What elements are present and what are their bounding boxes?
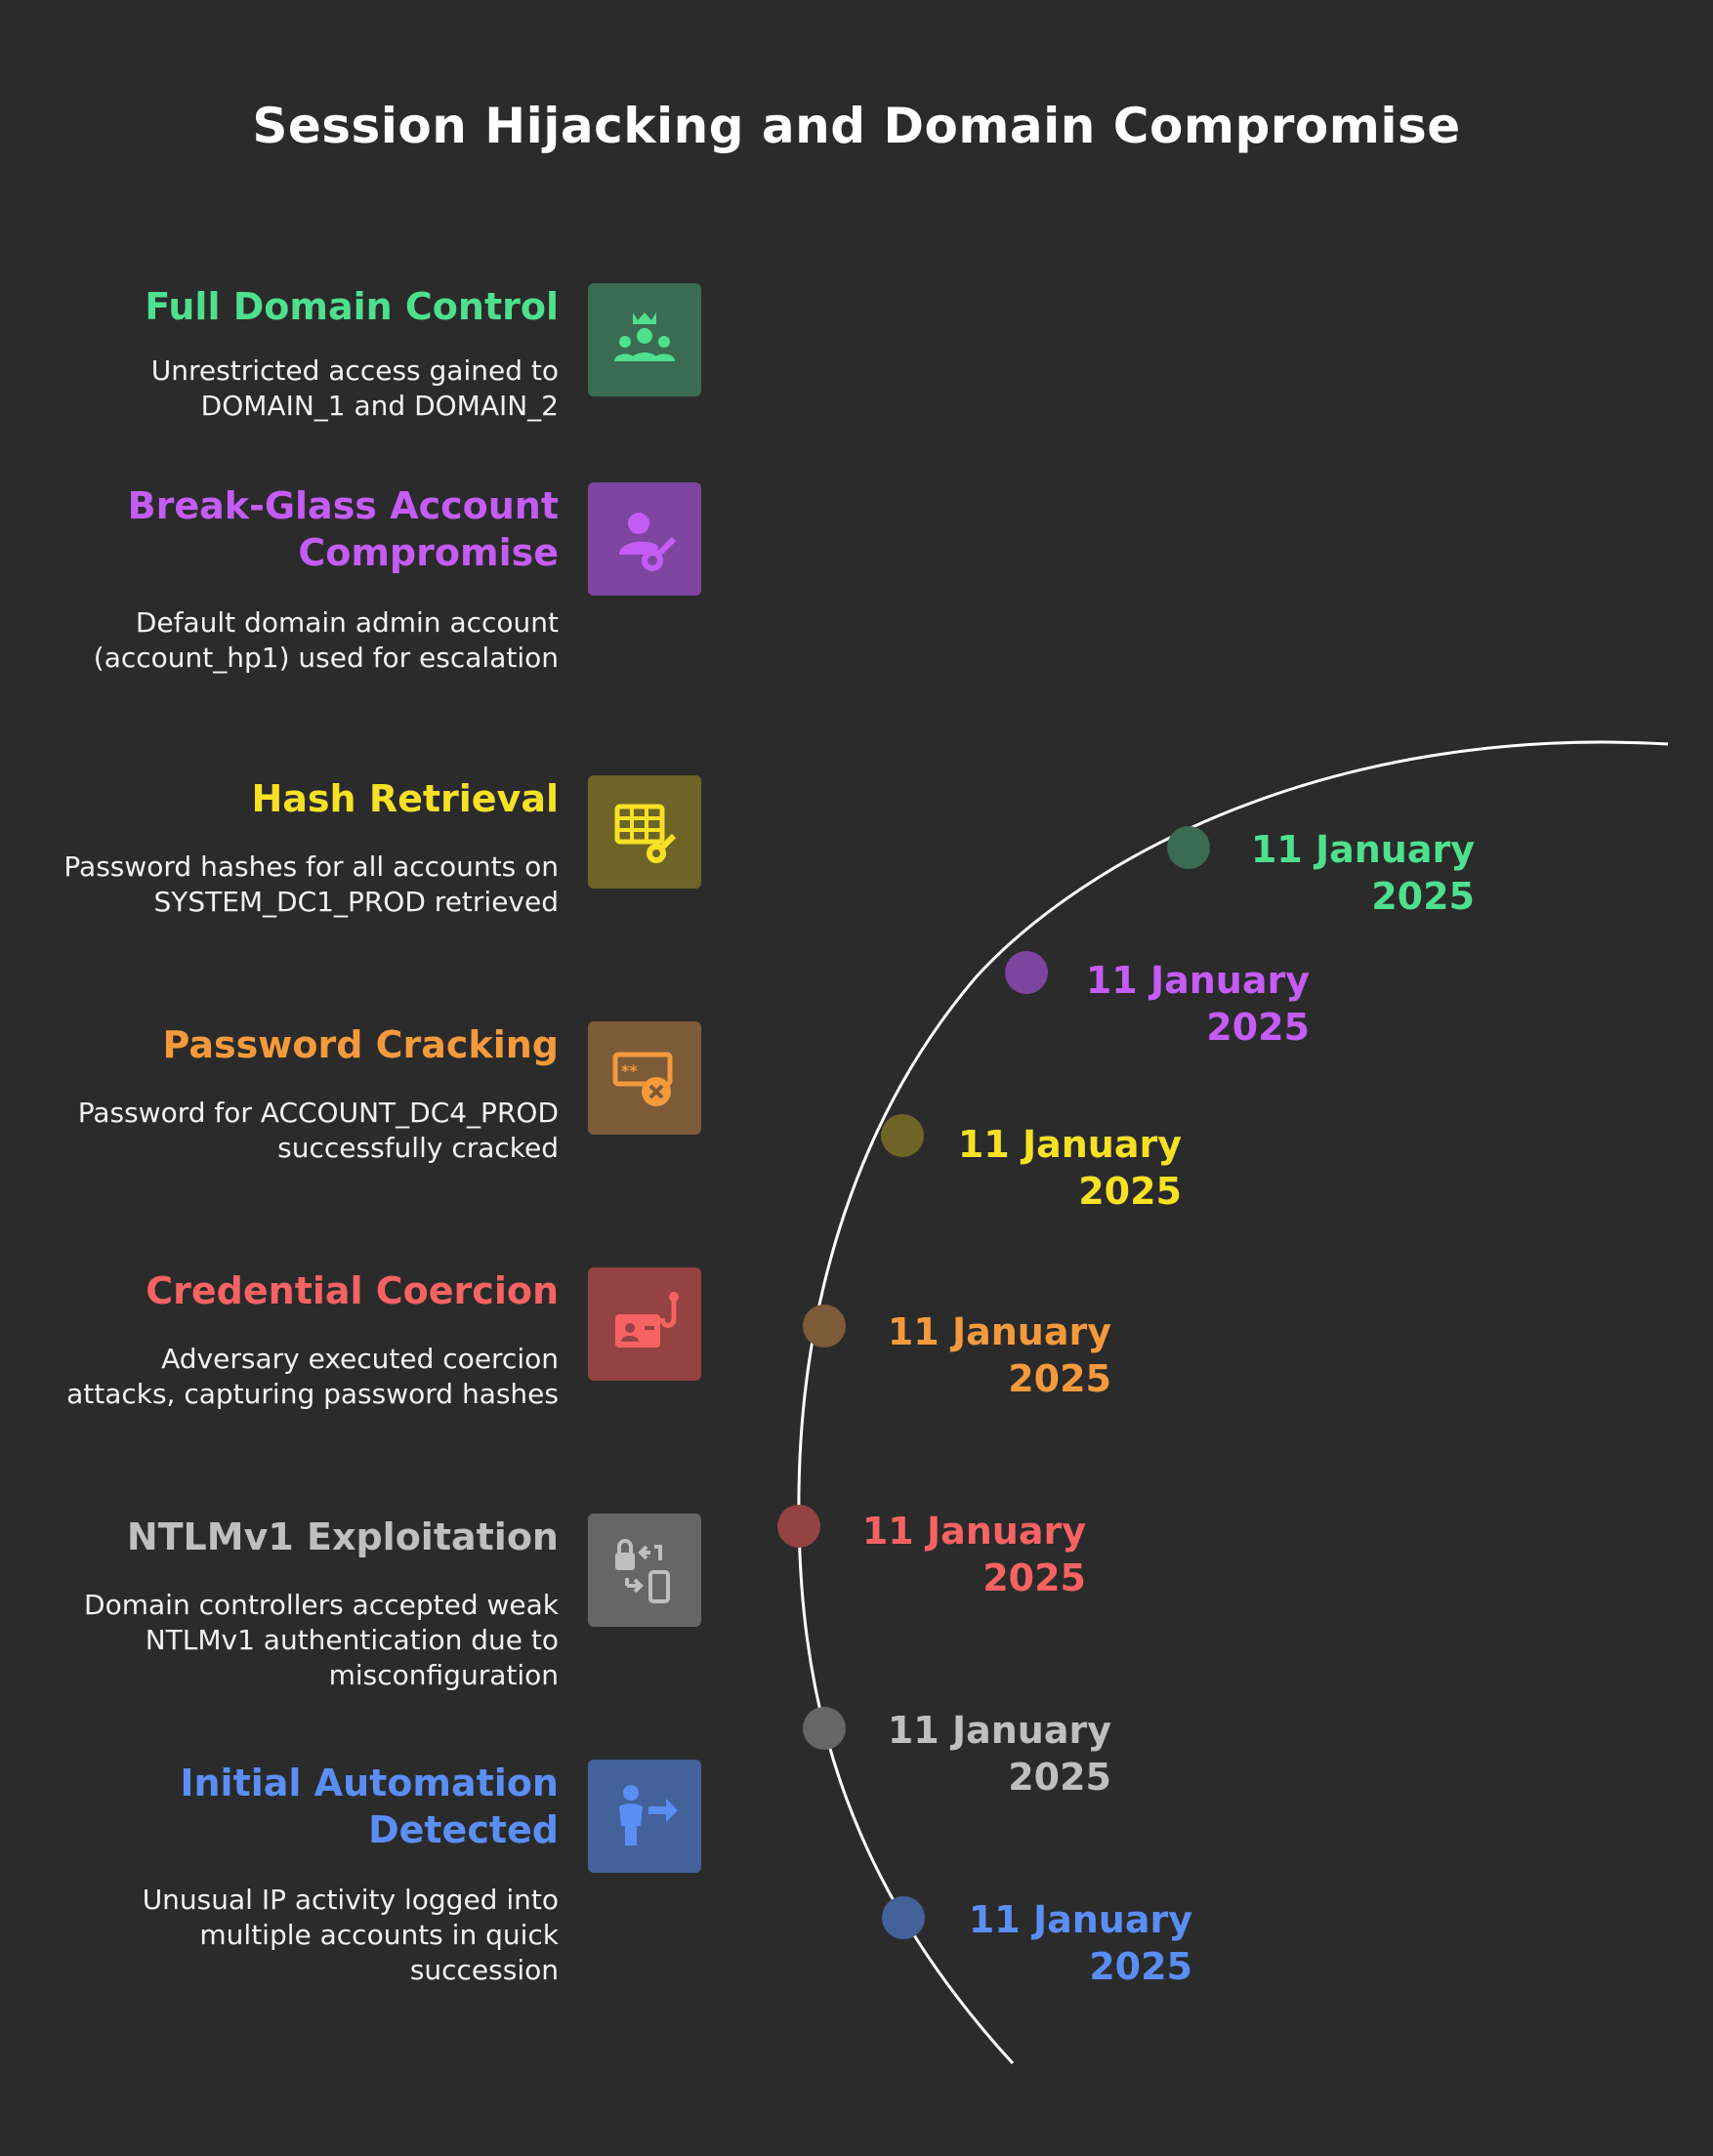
event-date: 11 January 2025 (899, 1896, 1192, 1990)
event-description: Unusual IP activity logged into multiple… (142, 1884, 559, 1986)
event-date-year: 2025 (1008, 1756, 1111, 1799)
event-title-break-glass: Break-Glass Account Compromise (127, 484, 559, 574)
event-date-day: 11 January (968, 1898, 1192, 1941)
event-date: 11 January 2025 (793, 1508, 1086, 1601)
event-title-full-domain-control: Full Domain Control (145, 285, 559, 328)
svg-text:**: ** (621, 1061, 638, 1080)
event-date: 11 January 2025 (1182, 826, 1475, 920)
event-date: 11 January 2025 (1017, 957, 1310, 1051)
event-title-hash-retrieval: Hash Retrieval (251, 777, 559, 820)
timeline-node-1 (1167, 826, 1210, 869)
event-date: 11 January 2025 (818, 1707, 1111, 1801)
event-date-day: 11 January (887, 1310, 1111, 1353)
crown-group-icon (588, 283, 701, 396)
event-description: Domain controllers accepted weak NTLMv1 … (84, 1589, 559, 1691)
event-title-password-cracking: Password Cracking (162, 1023, 559, 1066)
event-description: Adversary executed coercion attacks, cap… (66, 1343, 559, 1410)
event-date-day: 11 January (861, 1510, 1086, 1553)
person-arrow-icon (588, 1760, 701, 1873)
event-date-year: 2025 (1089, 1945, 1192, 1988)
event-date-day: 11 January (1085, 959, 1310, 1002)
timeline-node-6 (803, 1707, 846, 1750)
event-title-initial-automation: Initial Automation Detected (180, 1762, 559, 1851)
lock-phone-exchange-icon (588, 1513, 701, 1627)
event-date-day: 11 January (1250, 828, 1475, 871)
event-date-year: 2025 (1206, 1006, 1310, 1049)
event-date-year: 2025 (1008, 1357, 1111, 1400)
user-key-icon (588, 482, 701, 596)
event-date-year: 2025 (1078, 1170, 1182, 1213)
event-date-year: 2025 (1371, 875, 1475, 918)
event-description: Default domain admin account (account_hp… (93, 606, 559, 674)
timeline-curve (797, 740, 1669, 2065)
event-date-year: 2025 (982, 1556, 1086, 1599)
event-date-day: 11 January (957, 1123, 1182, 1166)
event-description: Password for ACCOUNT_DC4_PROD successful… (77, 1097, 559, 1164)
diagram-title: Session Hijacking and Domain Compromise (252, 98, 1461, 154)
event-description: Unrestricted access gained to DOMAIN_1 a… (150, 354, 559, 422)
event-description: Password hashes for all accounts on SYST… (63, 850, 559, 918)
password-cross-icon: ** (588, 1021, 701, 1135)
timeline-node-5 (777, 1505, 820, 1548)
event-date-day: 11 January (887, 1709, 1111, 1752)
timeline-node-3 (881, 1114, 924, 1157)
event-date: 11 January 2025 (889, 1121, 1182, 1215)
timeline-node-2 (1005, 951, 1048, 994)
event-title-ntlmv1-exploitation: NTLMv1 Exploitation (126, 1515, 559, 1558)
timeline-node-4 (803, 1305, 846, 1348)
id-card-hook-icon (588, 1267, 701, 1381)
event-title-credential-coercion: Credential Coercion (146, 1269, 559, 1312)
table-key-icon (588, 775, 701, 889)
timeline-node-7 (882, 1896, 925, 1939)
event-date: 11 January 2025 (818, 1308, 1111, 1402)
